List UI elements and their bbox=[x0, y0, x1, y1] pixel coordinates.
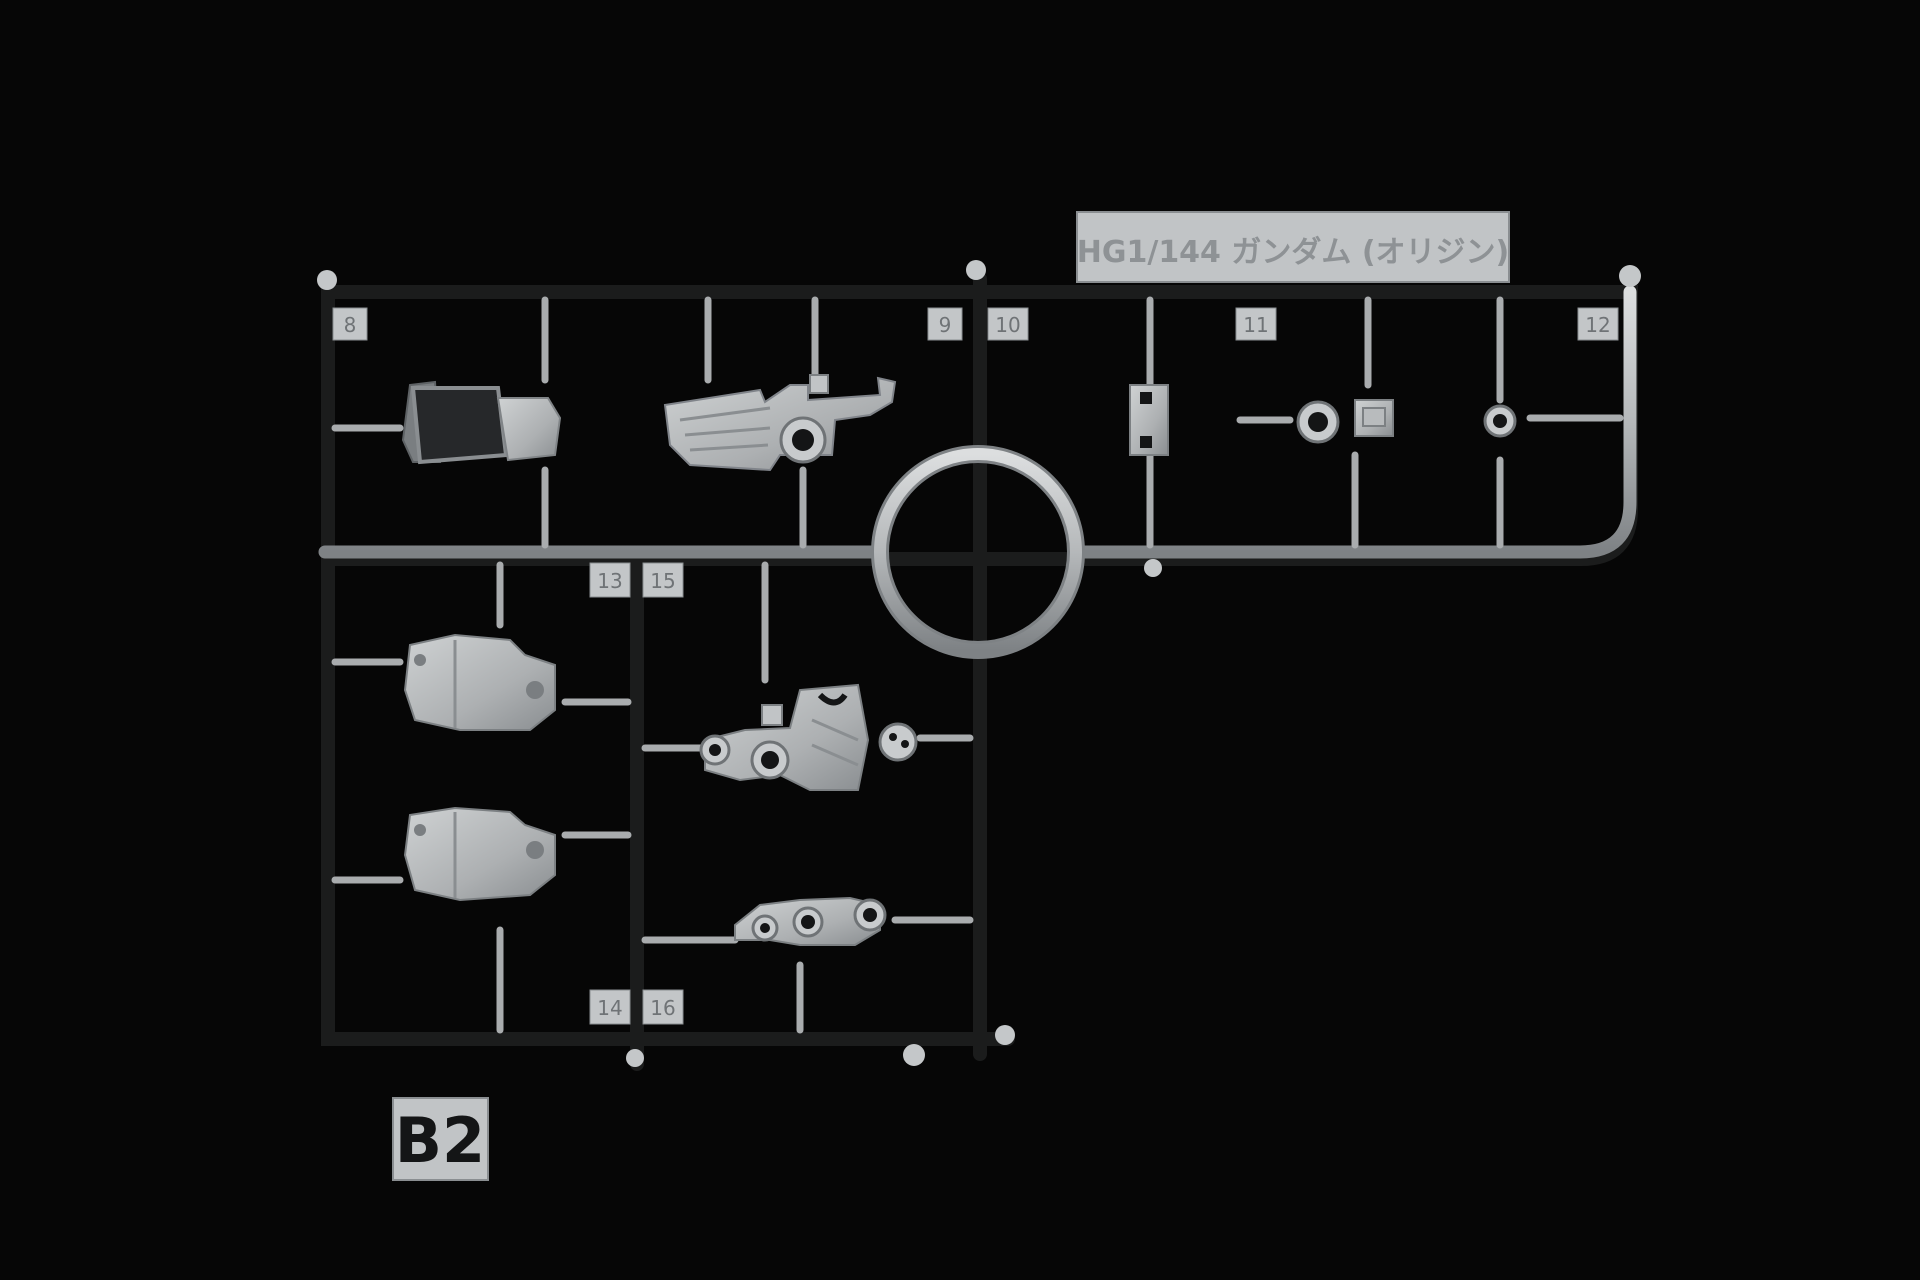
part-16-small-joint bbox=[734, 896, 887, 946]
part-8-collar bbox=[401, 380, 562, 465]
part-11-joint bbox=[1296, 399, 1394, 444]
armor-panel-lower bbox=[403, 806, 556, 902]
part-number: 8 bbox=[344, 313, 357, 337]
part-number: 10 bbox=[995, 313, 1020, 337]
name-plate: HG1/144 ガンダム (オリジン) bbox=[1076, 211, 1510, 283]
part-number-tag: 11 bbox=[1235, 307, 1277, 341]
part-number: 16 bbox=[650, 996, 675, 1020]
part-number-tag: 10 bbox=[987, 307, 1029, 341]
part-10-bracket bbox=[1129, 384, 1169, 456]
part-15-ball-joint-frame bbox=[699, 683, 918, 791]
runner-tag-text: B2 bbox=[395, 1104, 485, 1177]
runner-tag: B2 bbox=[383, 1040, 512, 1181]
kit-parts bbox=[401, 374, 1517, 946]
part-number: 13 bbox=[597, 569, 622, 593]
part-12-ring bbox=[1483, 404, 1517, 438]
part-number-tag: 14 bbox=[589, 989, 631, 1025]
part-number: 11 bbox=[1243, 313, 1268, 337]
part-number: 9 bbox=[939, 313, 952, 337]
part-number-tags: 8 9 10 11 12 13 14 15 bbox=[332, 307, 1619, 1025]
runner-frame bbox=[317, 260, 1641, 1071]
part-number-tag: 16 bbox=[642, 989, 684, 1025]
part-number-tag: 13 bbox=[589, 562, 631, 598]
name-plate-text: HG1/144 ガンダム (オリジン) bbox=[1077, 235, 1510, 270]
part-number: 14 bbox=[597, 996, 622, 1020]
part-9-mechanism bbox=[663, 374, 897, 472]
sprue-gates bbox=[331, 296, 1624, 1034]
armor-panel-upper bbox=[403, 633, 556, 731]
part-number-tag: 12 bbox=[1577, 307, 1619, 341]
part-number-tag: 9 bbox=[927, 307, 963, 341]
part-number-tag: 15 bbox=[642, 562, 684, 598]
part-number: 12 bbox=[1585, 313, 1610, 337]
part-number-tag: 8 bbox=[332, 307, 368, 341]
part-number: 15 bbox=[650, 569, 675, 593]
